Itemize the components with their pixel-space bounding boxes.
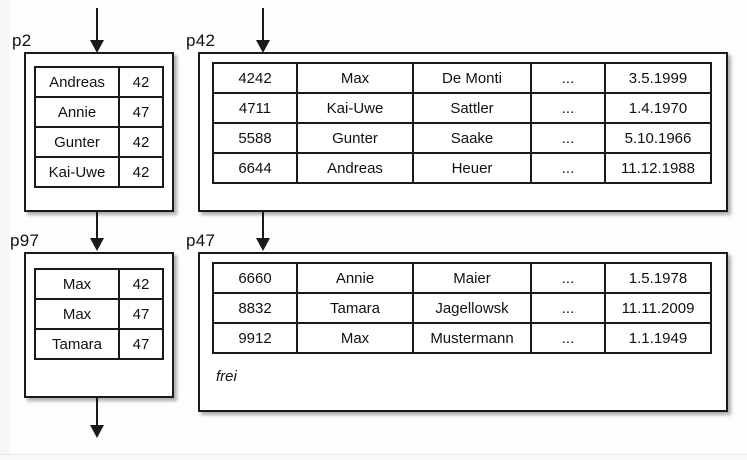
table-cell: Mustermann xyxy=(412,322,532,354)
arrow-line xyxy=(262,212,264,238)
arrow-head-down-icon xyxy=(90,425,104,438)
table-cell: 3.5.1999 xyxy=(604,62,712,94)
table-cell: 4242 xyxy=(212,62,298,94)
bottom-margin-strip xyxy=(0,454,747,460)
table-cell: ... xyxy=(530,92,606,124)
table-cell: 6660 xyxy=(212,262,298,294)
table-cell: 4711 xyxy=(212,92,298,124)
table-cell: 47 xyxy=(118,96,164,128)
table-cell: 47 xyxy=(118,298,164,330)
table-cell: Saake xyxy=(412,122,532,154)
arrow-line xyxy=(262,8,264,40)
table-cell: Sattler xyxy=(412,92,532,124)
table-cell: 47 xyxy=(118,328,164,360)
table-cell: ... xyxy=(530,292,606,324)
table-cell: 8832 xyxy=(212,292,298,324)
table-cell: 1.4.1970 xyxy=(604,92,712,124)
table-cell: Maier xyxy=(412,262,532,294)
arrow-into-p42 xyxy=(256,8,270,53)
table-cell: ... xyxy=(530,322,606,354)
table-cell: ... xyxy=(530,62,606,94)
free-space-label: frei xyxy=(216,368,237,385)
table-cell: 6644 xyxy=(212,152,298,184)
page-label-p47: p47 xyxy=(186,231,216,250)
arrow-head-down-icon xyxy=(256,40,270,53)
table-cell: 42 xyxy=(118,66,164,98)
table-cell: 42 xyxy=(118,156,164,188)
table-cell: 1.1.1949 xyxy=(604,322,712,354)
arrow-head-down-icon xyxy=(90,238,104,251)
table-cell: 5588 xyxy=(212,122,298,154)
arrow-head-down-icon xyxy=(90,40,104,53)
table-cell: De Monti xyxy=(412,62,532,94)
table-cell: 11.11.2009 xyxy=(604,292,712,324)
arrow-into-p2 xyxy=(90,8,104,53)
arrow-out-of-p97 xyxy=(90,398,104,438)
page-label-p42: p42 xyxy=(186,31,216,50)
table-cell: Andreas xyxy=(296,152,414,184)
table-cell: Max xyxy=(296,322,414,354)
table-cell: Kai-Uwe xyxy=(296,92,414,124)
arrow-head-down-icon xyxy=(256,238,270,251)
arrow-line xyxy=(96,398,98,425)
table-cell: Max xyxy=(34,268,120,300)
table-cell: Annie xyxy=(34,96,120,128)
table-cell: 11.12.1988 xyxy=(604,152,712,184)
table-cell: Annie xyxy=(296,262,414,294)
left-margin-strip xyxy=(0,0,9,460)
page-label-p2: p2 xyxy=(12,31,32,50)
table-cell: Tamara xyxy=(296,292,414,324)
table-cell: Andreas xyxy=(34,66,120,98)
table-cell: 42 xyxy=(118,268,164,300)
table-cell: Gunter xyxy=(34,126,120,158)
table-cell: ... xyxy=(530,262,606,294)
table-cell: Kai-Uwe xyxy=(34,156,120,188)
table-cell: ... xyxy=(530,122,606,154)
table-cell: 5.10.1966 xyxy=(604,122,712,154)
table-cell: Gunter xyxy=(296,122,414,154)
page-label-p97: p97 xyxy=(10,231,40,250)
table-cell: 9912 xyxy=(212,322,298,354)
table-cell: Max xyxy=(34,298,120,330)
table-cell: ... xyxy=(530,152,606,184)
table-cell: Heuer xyxy=(412,152,532,184)
table-cell: Max xyxy=(296,62,414,94)
table-cell: Tamara xyxy=(34,328,120,360)
arrow-p42-to-p47 xyxy=(256,212,270,251)
table-cell: Jagellowsk xyxy=(412,292,532,324)
arrow-line xyxy=(96,212,98,238)
arrow-line xyxy=(96,8,98,40)
table-cell: 1.5.1978 xyxy=(604,262,712,294)
arrow-p2-to-p97 xyxy=(90,212,104,251)
table-cell: 42 xyxy=(118,126,164,158)
